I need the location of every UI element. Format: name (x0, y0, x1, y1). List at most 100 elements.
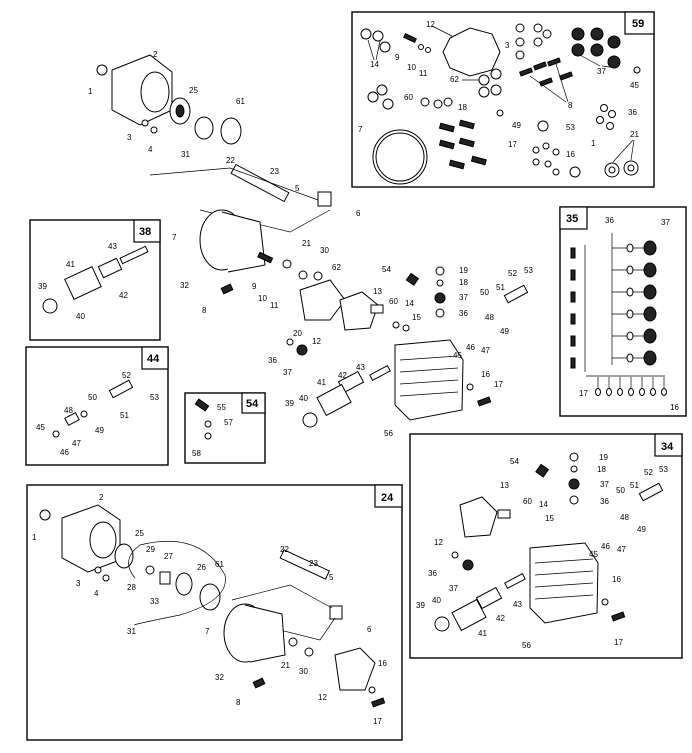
svg-text:3: 3 (127, 133, 132, 142)
svg-text:45: 45 (36, 423, 45, 432)
seal-row-5 (643, 328, 657, 344)
svg-text:15: 15 (412, 313, 421, 322)
svg-text:8: 8 (236, 698, 241, 707)
svg-text:45: 45 (453, 351, 462, 360)
label-8: 8 (568, 101, 573, 110)
svg-text:55: 55 (217, 403, 226, 412)
svg-text:42: 42 (119, 291, 128, 300)
bolt-row-5 (570, 335, 576, 347)
oring-row-3 (626, 287, 634, 297)
gasket-12 (442, 27, 501, 77)
kit-34-number: 34 (661, 441, 674, 453)
svg-text:39: 39 (38, 282, 47, 291)
svg-text:47: 47 (617, 545, 626, 554)
svg-text:43: 43 (356, 363, 365, 372)
seal-row-3 (643, 284, 657, 300)
svg-text:40: 40 (76, 312, 85, 321)
label-49: 49 (512, 121, 521, 130)
label-45: 45 (630, 81, 639, 90)
oring-small-1 (595, 388, 601, 396)
svg-text:16: 16 (378, 659, 387, 668)
svg-text:46: 46 (601, 542, 610, 551)
svg-text:50: 50 (616, 486, 625, 495)
svg-text:25: 25 (135, 529, 144, 538)
svg-text:4: 4 (148, 145, 153, 154)
label-14: 14 (370, 60, 379, 69)
oring-small-3 (617, 388, 623, 396)
svg-text:7: 7 (205, 627, 210, 636)
svg-text:37: 37 (600, 480, 609, 489)
svg-text:51: 51 (630, 481, 639, 490)
manifold-56 (394, 339, 464, 421)
svg-text:5: 5 (329, 573, 334, 582)
kit-24-number: 24 (381, 492, 394, 504)
svg-text:39: 39 (416, 601, 425, 610)
svg-text:50: 50 (88, 393, 97, 402)
svg-text:20: 20 (293, 329, 302, 338)
svg-text:56: 56 (522, 641, 531, 650)
svg-text:54: 54 (510, 457, 519, 466)
svg-text:16: 16 (612, 575, 621, 584)
svg-text:12: 12 (318, 693, 327, 702)
svg-text:37: 37 (661, 218, 670, 227)
svg-text:52: 52 (508, 269, 517, 278)
svg-text:17: 17 (614, 638, 623, 647)
svg-text:42: 42 (496, 614, 505, 623)
svg-text:58: 58 (192, 449, 201, 458)
svg-text:14: 14 (405, 299, 414, 308)
label-1: 1 (591, 139, 596, 148)
svg-text:50: 50 (480, 288, 489, 297)
svg-text:11: 11 (270, 301, 279, 310)
label-3: 3 (505, 41, 510, 50)
kit-54-number: 54 (246, 398, 259, 410)
label-21: 21 (630, 130, 639, 139)
svg-text:6: 6 (356, 209, 361, 218)
svg-text:13: 13 (500, 481, 509, 490)
oring-small-7 (661, 388, 667, 396)
svg-text:29: 29 (146, 545, 155, 554)
svg-text:30: 30 (299, 667, 308, 676)
svg-text:16: 16 (481, 370, 490, 379)
kit-35-number: 35 (566, 213, 578, 225)
svg-text:27: 27 (164, 552, 173, 561)
svg-text:19: 19 (459, 266, 468, 275)
svg-text:47: 47 (72, 439, 81, 448)
svg-text:46: 46 (60, 448, 69, 457)
svg-text:43: 43 (513, 600, 522, 609)
label-18: 18 (458, 103, 467, 112)
svg-text:16: 16 (670, 403, 679, 412)
svg-text:53: 53 (150, 393, 159, 402)
svg-text:3: 3 (76, 579, 81, 588)
svg-text:53: 53 (659, 465, 668, 474)
svg-text:36: 36 (459, 309, 468, 318)
svg-text:22: 22 (280, 545, 289, 554)
svg-text:53: 53 (524, 266, 533, 275)
screw-9 (403, 32, 417, 44)
svg-text:48: 48 (620, 513, 629, 522)
bolt-row-1 (570, 247, 576, 259)
svg-text:5: 5 (295, 184, 300, 193)
svg-text:36: 36 (600, 497, 609, 506)
oring-row-5 (626, 331, 634, 341)
label-62: 62 (450, 75, 459, 84)
filter-41 (64, 266, 102, 300)
svg-text:49: 49 (95, 426, 104, 435)
svg-text:9: 9 (252, 282, 257, 291)
svg-text:10: 10 (258, 294, 267, 303)
svg-text:48: 48 (485, 313, 494, 322)
kit-59-number: 59 (632, 18, 644, 30)
svg-text:4: 4 (94, 589, 99, 598)
svg-text:2: 2 (99, 493, 104, 502)
svg-text:60: 60 (389, 297, 398, 306)
kit-44-number: 44 (147, 353, 160, 365)
label-11: 11 (419, 69, 428, 78)
bolt-row-6 (570, 357, 576, 369)
svg-text:39: 39 (285, 399, 294, 408)
svg-text:12: 12 (434, 538, 443, 547)
oring-small-2 (606, 388, 612, 396)
svg-text:15: 15 (545, 514, 554, 523)
kit-38-frame: 38 39 41 43 42 40 (29, 219, 161, 341)
svg-text:30: 30 (320, 246, 329, 255)
svg-text:41: 41 (317, 378, 326, 387)
oring-small-4 (628, 388, 634, 396)
